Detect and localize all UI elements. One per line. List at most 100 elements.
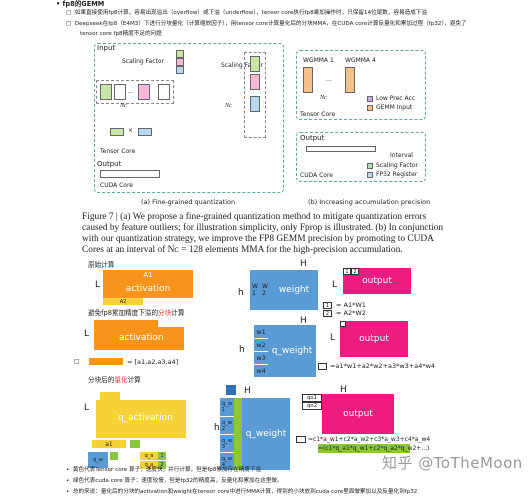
section3-q-activation: q_activation (118, 413, 173, 423)
section2-a-cell (110, 320, 126, 327)
figure-a-times: × (128, 127, 134, 134)
section1-cell2: 2 (351, 268, 359, 275)
figure-a-input-grid (96, 80, 174, 104)
section-heading: • fp8的GEMM (56, 0, 105, 8)
section1-L2: L (332, 280, 338, 290)
figure-b-wgmma1: WGMMA 1 (303, 57, 334, 64)
figure-a-scaling-label-2: Scaling Factor (221, 62, 264, 69)
figure-a-scale (176, 58, 184, 66)
figure-b-legend-swatch (367, 105, 373, 111)
section3-qo1: qo1 (302, 394, 322, 402)
section3-scale-col (234, 398, 242, 470)
bullet-icon: • (66, 467, 70, 473)
section3-scale (130, 440, 140, 448)
bullet-icon: • (66, 478, 70, 484)
intro-item-3: tensor core fp8精度不足的问题 (80, 31, 162, 37)
section3-top-block (226, 385, 236, 395)
figure-a-scale (176, 66, 184, 74)
figure-b-output-bar (306, 146, 376, 152)
figure-b-legend-swatch (367, 163, 373, 169)
figure-caption: Figure 7 | (a) We propose a fine-grained… (82, 212, 444, 255)
figure-a-block (114, 84, 126, 100)
section3-eq2-bg (318, 444, 410, 453)
figure-b-scaling: Scaling Factor (376, 162, 419, 169)
section1-title: 原始计算 (88, 261, 115, 269)
figure-a-block (138, 84, 150, 100)
section2-a-cell (142, 320, 158, 327)
section2-activation-block (94, 327, 184, 350)
figure-b-top-frame (296, 50, 426, 120)
section2-L2: L (330, 333, 336, 343)
section1-eq-cell1: 1 (323, 302, 332, 309)
section3-qw3: q_w 3 (220, 434, 234, 452)
figure-a-wblock (250, 96, 260, 112)
figure-b-legend-swatch (367, 96, 373, 102)
section1-eq2: = A2*W2 (336, 309, 366, 317)
figure-a-input-label: Input (97, 44, 116, 52)
section3-qa-2: q_a (140, 461, 158, 469)
figure-a-tensor-core: Tensor Core (100, 148, 136, 155)
figure-a-frame (94, 43, 284, 193)
figure-a-tc-block (138, 128, 152, 136)
section3-eq1: =c1*a_w1+c2*a_w2+c3*a_w3+c4*a_w4 (308, 436, 431, 443)
bullet-icon: • (66, 489, 70, 495)
figure-a-nc: Nᴄ (120, 103, 127, 109)
figure-b-tensor-core: Tensor Core (300, 111, 336, 118)
figure-b-ellipsis: … (326, 76, 332, 83)
section2-output-cell (340, 321, 346, 327)
section1-eq1: = A1*W1 (336, 301, 366, 309)
figure-b-block (303, 67, 313, 93)
section2-w1: w1 (254, 325, 268, 338)
figure-b-fp32: FP32 Register (376, 171, 418, 178)
section1-W2: W 2 (260, 270, 270, 310)
figure-a-block (158, 84, 170, 100)
figure-b-gemm-input: GEMM Input (376, 104, 413, 111)
watermark: 知乎 @ToTheMoon (382, 454, 523, 472)
figure-a-block (100, 84, 112, 100)
section3-title: 分块后的量化计算 (88, 376, 141, 384)
section3-qw4: q_w 4 (220, 452, 234, 470)
figure-a-tc-block (110, 128, 124, 136)
figure-a-wblock (250, 56, 260, 72)
note-item-1: • 黄色代表Tensor core 算子：速度快，并行计算，但是fp8累加存在精… (66, 467, 262, 473)
figure-b-interval: Interval (390, 152, 413, 159)
figure-b-wgmma4: WGMMA 4 (345, 57, 376, 64)
figure-b-caption: (b) Increasing accumulation precision (308, 198, 431, 206)
section3-qa-1-num: 1 (158, 452, 166, 460)
section3-qw2: q_w 2 (220, 416, 234, 434)
intro-item-1: □ 如果直接使用fp8计算，容易出现溢出（overflow）或下溢（underf… (66, 10, 428, 16)
section1-eq-cell2: 2 (323, 310, 332, 317)
section3-output: output (322, 394, 394, 434)
section3-a1: a1 (92, 440, 126, 448)
section2-eq-cell (318, 363, 327, 370)
section2-a-cell (94, 320, 110, 327)
section3-h: h (214, 423, 220, 433)
section2-eq-small: = [a1,a2,a3,a4] (127, 358, 179, 366)
section3-eq2: =(c1*q_a1*q_w1+c2*q_a2*q_w2+...) (318, 445, 430, 452)
section2-a-cell (126, 320, 142, 327)
section1-cell1: 1 (343, 268, 351, 275)
section3-q-activation-block (96, 400, 186, 438)
figure-b-block (345, 67, 355, 93)
section3-qw1: q_w 1 (220, 398, 234, 416)
note-item-3: • 总的来说：量化后的分块的activation和weight在tensor c… (66, 489, 418, 495)
section2-activation: activation (119, 333, 164, 343)
section2-L: L (84, 329, 90, 339)
figure-a-wblock (250, 74, 260, 90)
section1-a2-strip: A2 (103, 298, 143, 305)
section3-qo2: qo2 (302, 402, 322, 410)
section1-H: H (300, 259, 307, 269)
figure-a-nc-2: Nᴄ (225, 103, 232, 109)
section1-L: L (95, 280, 101, 290)
section3-scale (110, 452, 118, 460)
section1-h: h (238, 288, 244, 298)
figure-a-scaling-label: Scaling Factor (122, 58, 165, 65)
figure-b-bottom-frame (296, 132, 426, 182)
section3-L: L (84, 403, 90, 413)
section2-small-strip (89, 358, 123, 365)
note-item-2: • 绿色代表cuda core 算子：速度较慢，但是fp32的精度高，反量化和累… (66, 478, 283, 484)
section2-w2: w2 (254, 338, 268, 351)
figure-a-ellipsis: … (128, 88, 134, 95)
section3-eq-cell (296, 436, 306, 443)
section1-W1: W 1 (250, 270, 260, 310)
